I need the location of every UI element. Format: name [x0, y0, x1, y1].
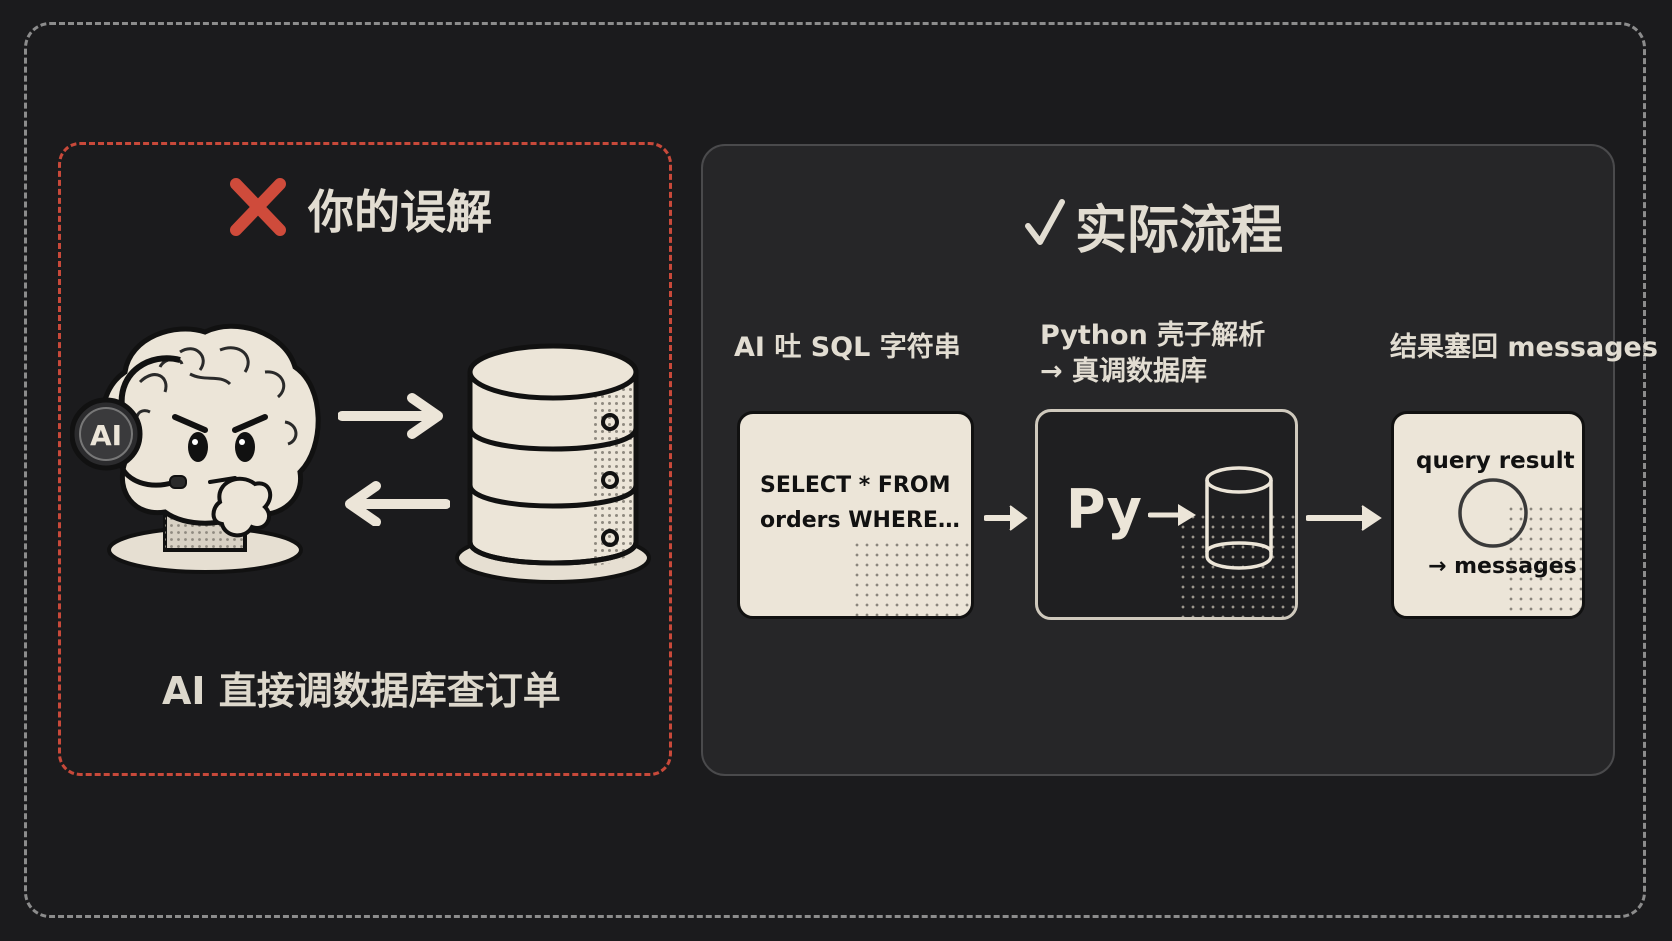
sql-line2: orders WHERE…: [760, 508, 960, 533]
check-icon: [1025, 199, 1065, 245]
messages-text: → messages: [1428, 554, 1577, 579]
python-label: Py: [1066, 478, 1142, 541]
outer-dashed-frame: [24, 22, 1646, 918]
misconception-panel: [58, 142, 672, 776]
halftone-pattern: [852, 540, 971, 616]
step2-label: Python 壳子解析 → 真调数据库: [1040, 318, 1265, 390]
misconception-caption: AI 直接调数据库查订单: [162, 669, 561, 713]
inner-arrow-icon: [1148, 504, 1196, 526]
cross-icon: [230, 178, 286, 236]
step1-label: AI 吐 SQL 字符串: [734, 332, 961, 363]
halftone-pattern: [1506, 504, 1582, 616]
sql-string-card: SELECT * FROM orders WHERE…: [737, 411, 974, 619]
cylinder-database-icon: [1205, 466, 1273, 570]
sql-text: SELECT * FROM orders WHERE…: [760, 468, 960, 538]
database-icon: [455, 343, 651, 584]
halftone-pattern: [1178, 512, 1295, 617]
step3-label: 结果塞回 messages: [1390, 332, 1658, 363]
misconception-title: 你的误解: [308, 185, 492, 239]
headset-badge-text: AI: [90, 419, 122, 452]
step2-label-line1: Python 壳子解析: [1040, 320, 1266, 351]
sql-line1: SELECT * FROM: [760, 473, 951, 498]
query-result-card: query result → messages: [1391, 411, 1585, 619]
python-shell-card: Py: [1035, 409, 1298, 620]
actual-flow-title: 实际流程: [1075, 201, 1284, 261]
result-circle-icon: [1458, 478, 1528, 548]
brain-mascot-icon: AI: [70, 323, 321, 574]
step2-label-line2: → 真调数据库: [1040, 356, 1208, 387]
flow-arrow-icon: [984, 505, 1028, 531]
query-result-text: query result: [1416, 448, 1575, 474]
flow-arrow-icon: [1306, 505, 1382, 531]
bidirectional-arrows: [338, 393, 450, 526]
